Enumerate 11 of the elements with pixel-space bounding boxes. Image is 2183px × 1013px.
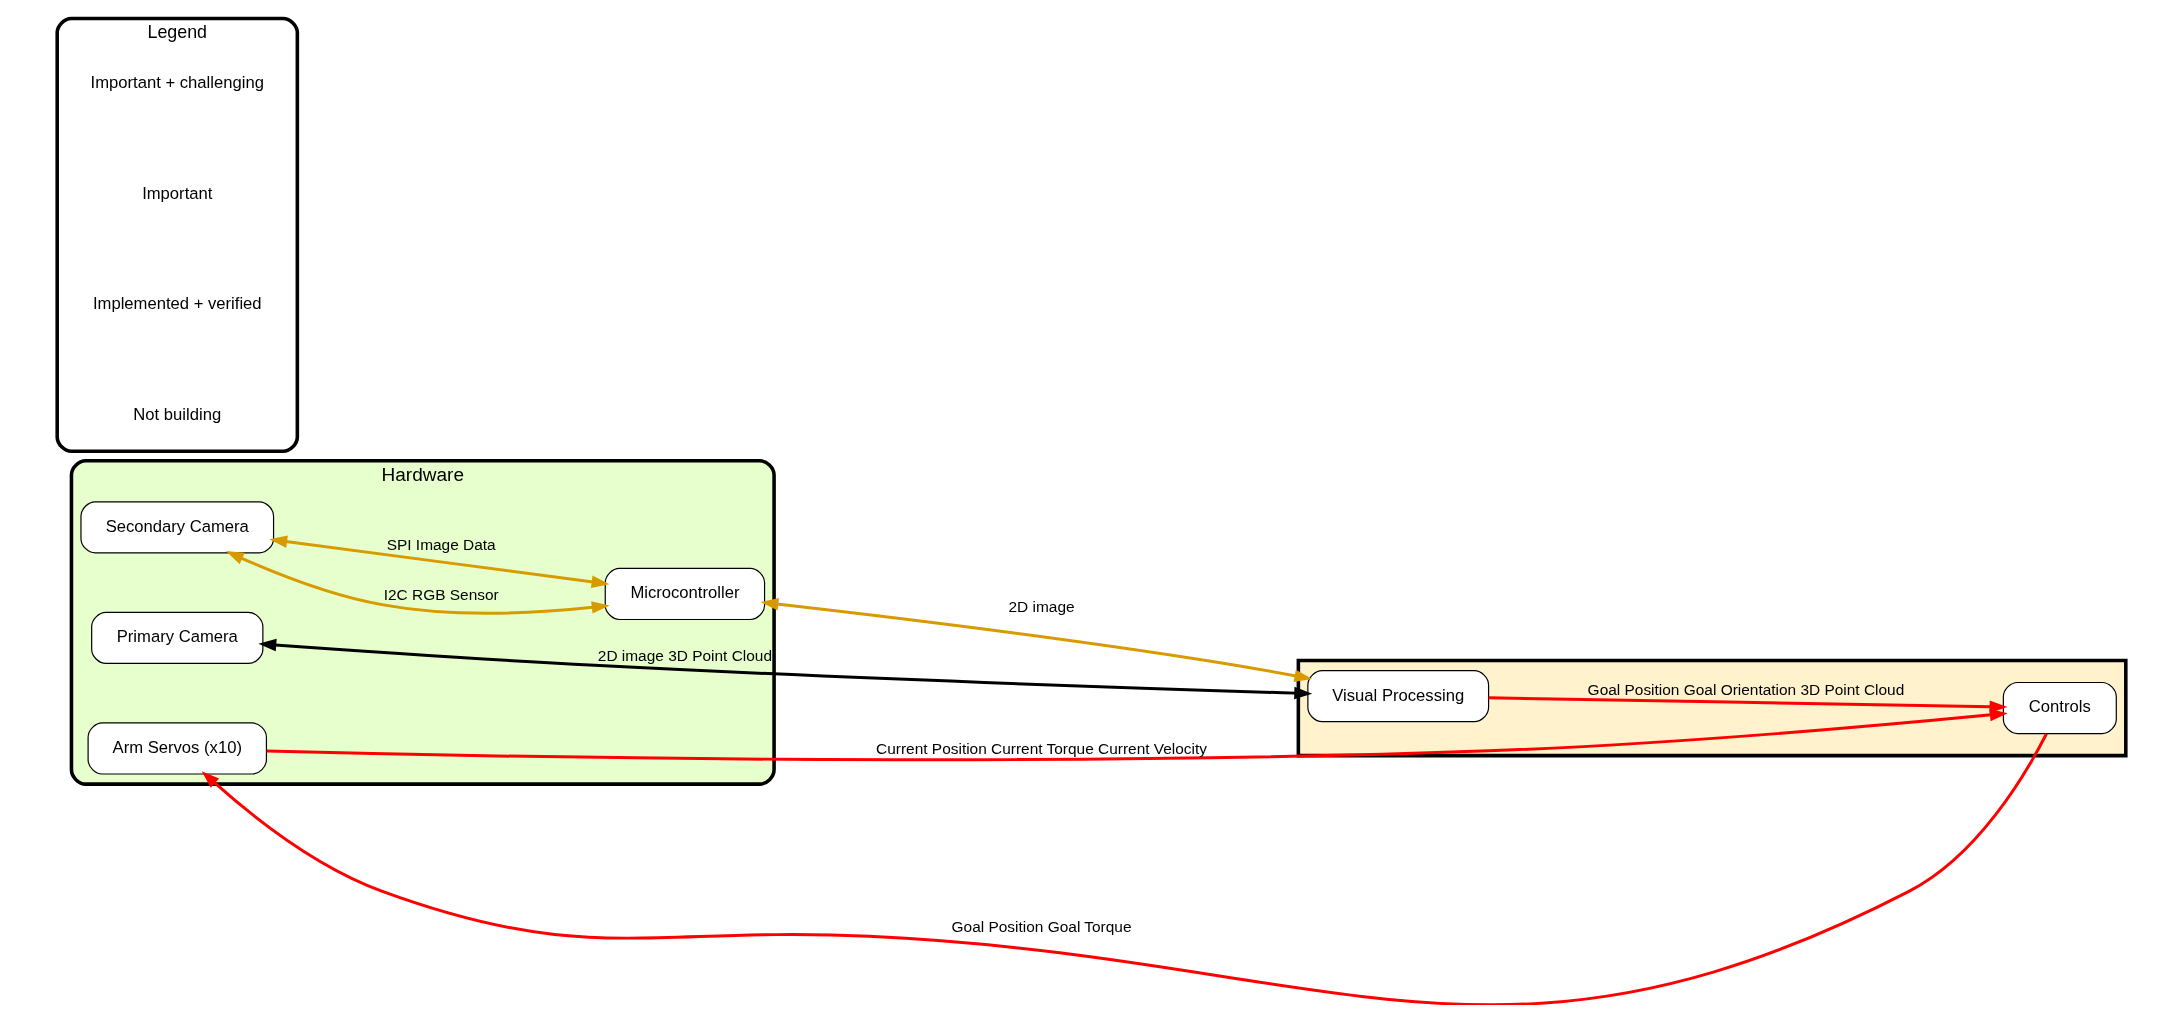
edge-label: 2D image 3D Point Cloud: [597, 646, 773, 664]
edge-label: Goal Position Goal Orientation 3D Point Cloud: [1587, 680, 1905, 698]
edge-label: Goal Position Goal Torque: [951, 917, 1132, 935]
edge-label: I2C RGB Sensor: [383, 585, 499, 603]
edge-label: Current Position Current Torque Current Velocity: [876, 739, 1208, 757]
legend-label: Important + challenging: [90, 72, 264, 92]
legend-label: Important: [142, 183, 213, 203]
edge-label: SPI Image Data: [386, 535, 496, 553]
legend-label: Not building: [133, 404, 222, 424]
legend-label: Implemented + verified: [92, 293, 262, 313]
edge-label: 2D image: [1008, 597, 1075, 615]
